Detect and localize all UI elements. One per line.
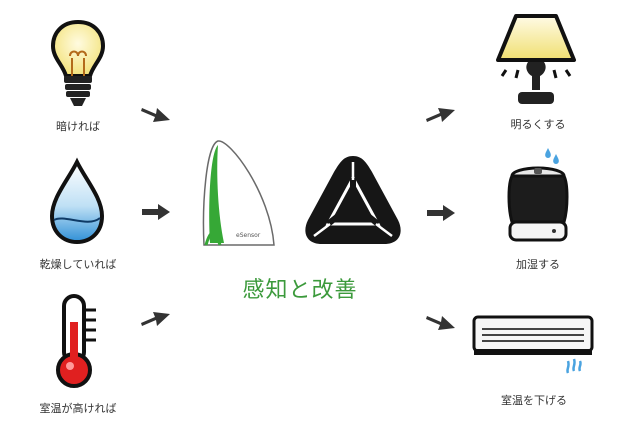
air-conditioner-icon	[472, 315, 594, 374]
output-label-brighten: 明るくする	[510, 118, 566, 131]
sensor-device-icon	[202, 140, 275, 246]
arrow-right-icon	[426, 108, 455, 122]
input-label-dry: 乾燥していれば	[39, 258, 117, 271]
arrow-right-icon	[141, 312, 170, 326]
arrow-right-icon	[141, 108, 170, 122]
light-bulb-icon	[50, 19, 106, 106]
main-caption: 感知と改善	[242, 278, 358, 303]
arrow-right-icon	[426, 316, 455, 330]
arrow-right-icon	[142, 204, 170, 220]
thermometer-icon	[56, 294, 96, 388]
triangle-controller-icon	[305, 156, 401, 244]
sensor-label: eSensor	[236, 232, 261, 239]
output-label-cool: 室温を下げる	[501, 394, 567, 407]
output-label-humidify: 加湿する	[516, 258, 560, 271]
lamp-icon	[496, 14, 576, 104]
arrow-right-icon	[427, 205, 455, 221]
humidifier-icon	[507, 148, 569, 242]
water-drop-icon	[49, 157, 105, 245]
input-label-hot: 室温が高ければ	[39, 402, 117, 415]
input-label-dark: 暗ければ	[56, 120, 100, 133]
